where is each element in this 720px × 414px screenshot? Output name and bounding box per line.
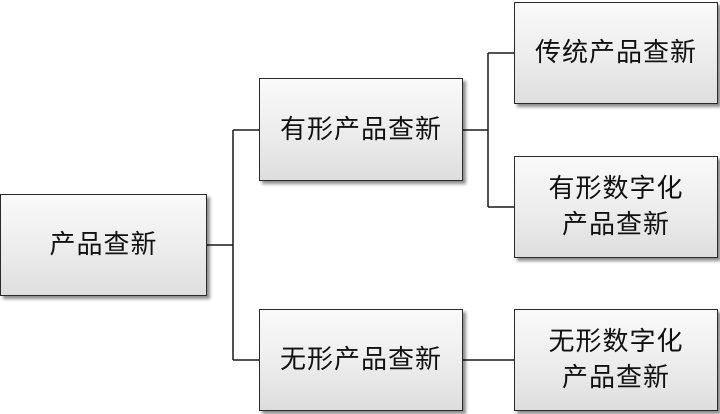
node-label: 产品查新 xyxy=(49,230,158,260)
node-label: 有形产品查新 xyxy=(279,114,442,145)
node-label-group: 有形数字化 产品查新 xyxy=(548,171,683,243)
node-label: 传统产品查新 xyxy=(534,38,697,68)
node-label-line2: 产品查新 xyxy=(561,363,670,393)
node-tangible-product-search: 有形产品查新 xyxy=(259,78,463,181)
node-label-group: 无形数字化 产品查新 xyxy=(548,324,683,396)
node-label-line1: 有形数字化 xyxy=(548,174,684,204)
node-label-line1: 无形数字化 xyxy=(548,327,684,357)
node-traditional-product-search: 传统产品查新 xyxy=(514,2,718,104)
node-intangible-product-search: 无形产品查新 xyxy=(259,309,463,411)
node-label-line2: 产品查新 xyxy=(561,210,670,240)
node-product-novelty-search: 产品查新 xyxy=(0,194,207,296)
node-label: 无形产品查新 xyxy=(279,345,442,375)
node-intangible-digital-product-search: 无形数字化 产品查新 xyxy=(514,309,718,411)
node-tangible-digital-product-search: 有形数字化 产品查新 xyxy=(514,156,718,258)
